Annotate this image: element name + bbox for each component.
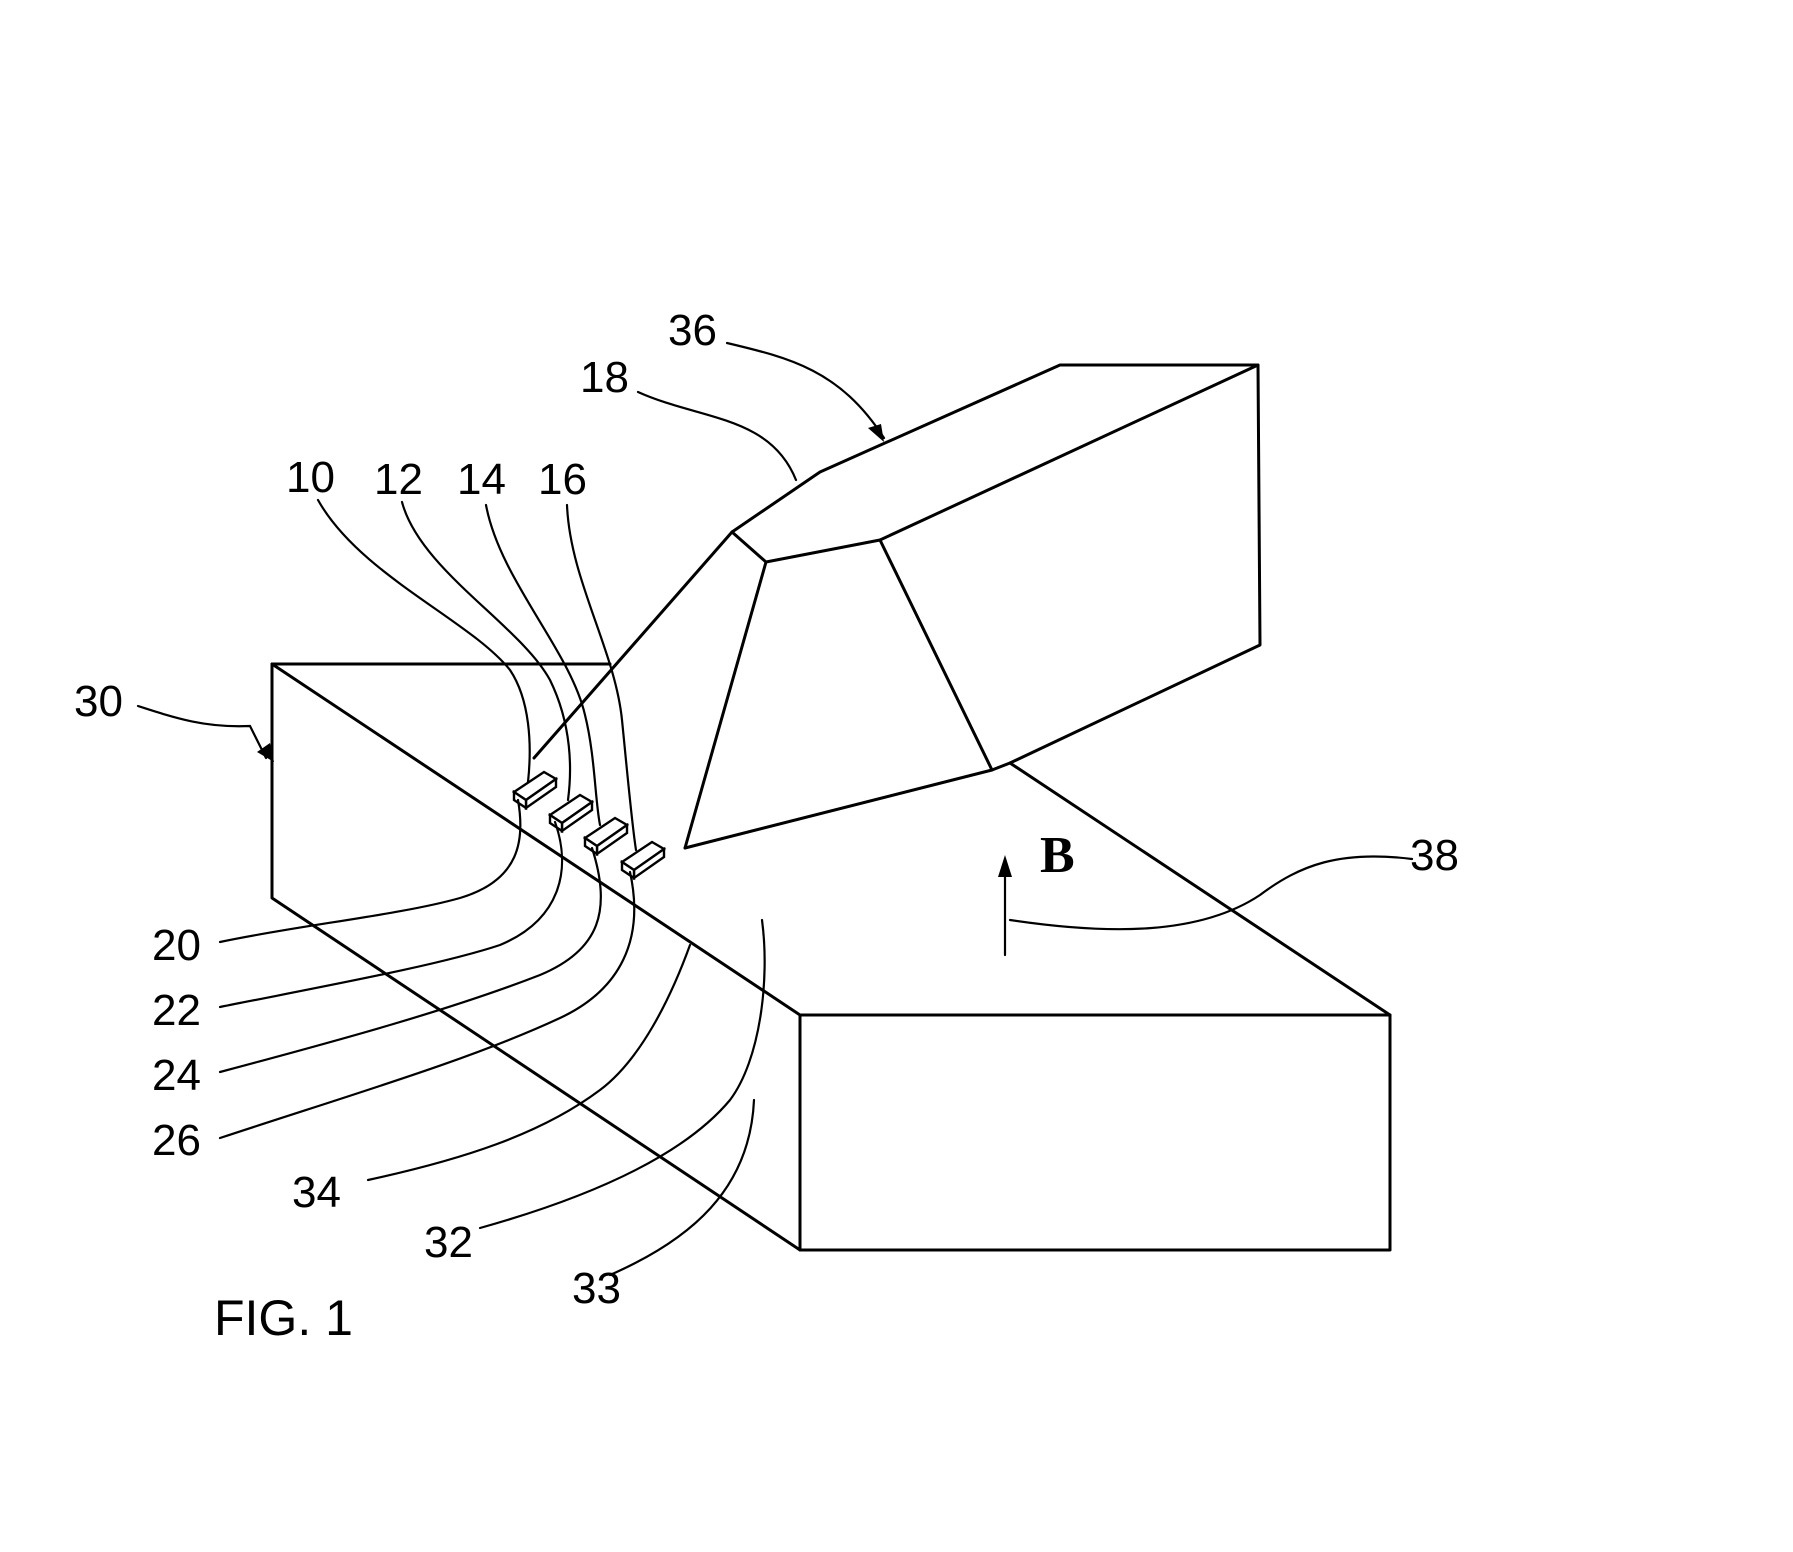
ref-label-36: 36 — [668, 306, 717, 355]
field-label-b: B — [1040, 827, 1075, 884]
ref-label-32: 32 — [424, 1218, 473, 1267]
ref-label-22: 22 — [152, 986, 201, 1035]
ref-label-10: 10 — [286, 453, 335, 502]
leader-12 — [402, 502, 570, 800]
leader-33 — [610, 1100, 754, 1275]
leader-20 — [220, 800, 520, 942]
ref-label-16: 16 — [538, 455, 587, 504]
leader-36 — [727, 343, 884, 438]
leader-30 — [138, 706, 266, 758]
ref-label-33: 33 — [572, 1264, 621, 1313]
head-outline — [534, 365, 1260, 848]
ref-label-14: 14 — [457, 455, 506, 504]
block-top-right-edge — [1010, 763, 1390, 1015]
ref-label-38: 38 — [1410, 831, 1459, 880]
leader-36-arrowhead — [868, 424, 884, 442]
sensor-element-20 — [514, 772, 556, 808]
head-face-left-edge — [685, 562, 766, 848]
head-body — [534, 365, 1260, 848]
ref-label-18: 18 — [580, 353, 629, 402]
ref-label-26: 26 — [152, 1116, 201, 1165]
leader-18 — [638, 392, 796, 480]
field-arrow — [998, 855, 1012, 955]
sensor-element-26 — [622, 842, 664, 878]
ref-label-20: 20 — [152, 921, 201, 970]
sensor-elements — [514, 772, 664, 878]
ref-label-24: 24 — [152, 1051, 201, 1100]
ref-label-34: 34 — [292, 1168, 341, 1217]
ref-label-30: 30 — [74, 677, 123, 726]
leader-24 — [220, 848, 601, 1072]
leader-32 — [480, 920, 765, 1228]
field-arrow-head — [998, 855, 1012, 877]
head-face-right-edge — [880, 540, 992, 770]
figure-caption: FIG. 1 — [214, 1290, 353, 1346]
ref-label-12: 12 — [374, 455, 423, 504]
